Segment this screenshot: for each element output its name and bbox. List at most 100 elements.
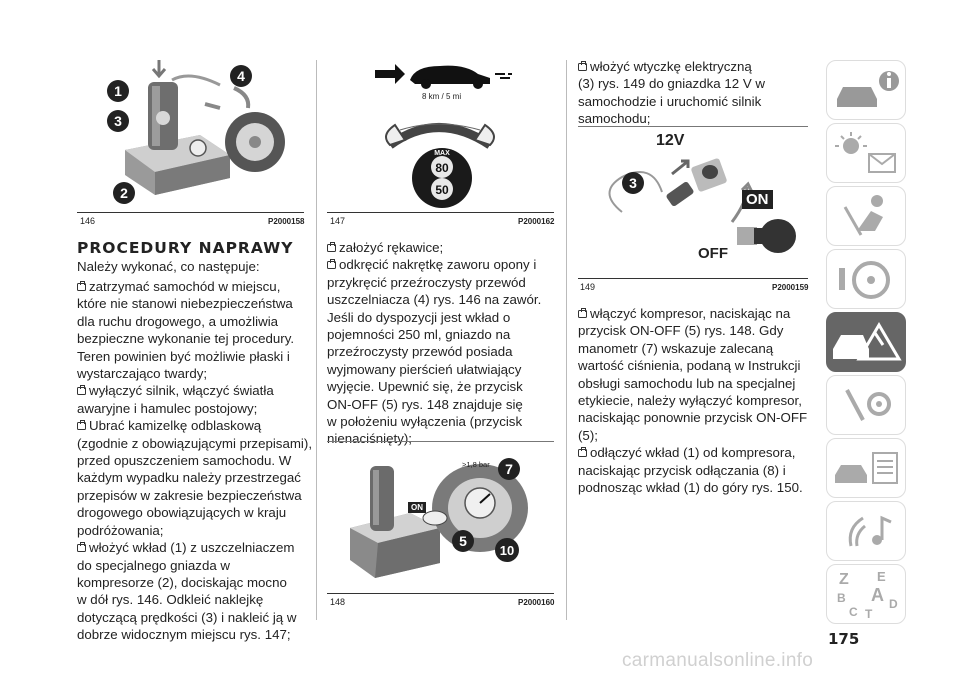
text-line: dla ruchu drogowego, a umożliwia [77,313,312,330]
text-line-content: kompresorze (2), dociskając mocno [77,574,287,590]
text-line-content: każdym wypadku należy przestrzegać [77,470,301,486]
text-line-content: przycisk ON-OFF (5) rys. 148. Gdy [578,323,784,339]
tab-safety[interactable] [826,186,906,246]
column-divider-2 [566,60,567,620]
bullet-icon [327,242,336,252]
maintenance-tools-icon [845,389,891,421]
column-divider-1 [316,60,317,620]
text-line-content: nienaciśnięty); [327,431,412,447]
svg-text:4: 4 [237,68,245,84]
tab-technical-data[interactable] [826,438,906,498]
text-line-content: dobrze widocznym miejscu rys. 147; [77,627,291,643]
text-line-content: w dół rys. 146. Odkleić naklejkę [77,592,264,608]
callout-2: 2 [113,182,135,204]
text-line-content: odłączyć wkład (1) od kompresora, [590,445,796,461]
text-line-content: do specjalnego gniazda w [77,557,231,573]
figure-149-top-rule [578,126,808,127]
watermark: carmanualsonline.info [622,650,814,671]
text-line: samochodu; [578,110,813,127]
text-line: przykręcić przeźroczysty przewód [327,274,562,291]
speed-limit-label: 8 km / 5 mi [422,92,462,101]
figure-148-rule [327,593,554,594]
svg-text:2: 2 [120,185,128,201]
pressure-label: >1,8 bar [462,460,490,469]
text-line-content: podnosząc wkład (1) do góry rys. 150. [578,480,803,496]
text-line: które nie stanowi niebezpieczeństwa [77,295,312,312]
callout-5: 5 [452,530,474,552]
callout-4: 4 [230,65,252,87]
text-line-content: wyłączyć silnik, włączyć światła [89,383,274,399]
text-line: dobrze widocznym miejscu rys. 147; [77,626,312,643]
section-intro: Należy wykonać, co następuje: [77,259,260,274]
tab-emergency[interactable] [826,312,906,372]
page-number: 175 [828,630,860,648]
text-line: (3) rys. 149 do gniazdka 12 V w [578,75,813,92]
figure-149-rule [578,278,808,279]
bullet-icon [327,259,336,270]
text-line: podróżowania; [77,522,312,539]
text-line-content: awaryjne i hamulec postojowy; [77,400,258,416]
text-line-content: naciskając ponownie przycisk ON-OFF [578,410,808,426]
on-position-label: ON [742,190,773,209]
text-line: przed opuszczeniem samochodu. W [77,452,312,469]
text-line-content: włączyć kompresor, naciskając na [590,306,791,321]
figure-147-rule [327,212,554,213]
text-line: pojemności 250 ml, gniazdo na [327,326,562,343]
text-line-content: drogowego obowiązujących w kraju [77,505,287,521]
text-line-content: etykiecie, należy wyłączyć kompresor, [578,393,802,409]
column-3-text-bottom: włączyć kompresor, naciskając na przycisk… [578,305,818,496]
svg-text:10: 10 [500,543,514,558]
figure-147-code: P2000162 [518,217,555,226]
text-line: kompresorze (2), dociskając mocno [77,574,312,591]
emergency-car-icon [833,322,902,361]
text-line-content: które nie stanowi niebezpieczeństwa [77,296,293,312]
text-line-content: samochodu; [578,111,651,127]
text-line-content: Ubrać kamizelkę odblaskową [89,418,262,434]
text-line-content: wystarczająco twardy; [77,366,208,382]
text-line: drogowego obowiązujących w kraju [77,504,312,521]
column-1-text: zatrzymać samochód w miejscu,które nie s… [77,278,312,644]
bullet-icon [77,281,86,291]
text-line: wartość ciśnienia, podaną w Instrukcji [578,357,818,374]
text-line: awaryjne i hamulec postojowy; [77,400,312,417]
text-line-content: naciskając przycisk odłączania (8) i [578,462,786,478]
text-line: przepisów w zakresie bezpieczeństwa [77,487,312,504]
bullet-icon [77,542,86,553]
text-line: w położeniu wyłączenia (przycisk [327,413,562,430]
text-line-content: w położeniu wyłączenia (przycisk [327,414,523,430]
tab-index[interactable]: Z E B A C D T [826,564,906,624]
off-position-label: OFF [698,245,728,262]
text-line: (zgodnie z obowiązującymi przepisami), [77,435,312,452]
tab-multimedia[interactable] [826,501,906,561]
svg-text:1: 1 [114,83,122,99]
figure-148-number: 148 [330,597,346,607]
tab-car-info[interactable] [826,60,906,120]
text-line: wyjmowany pierścień ułatwiający [327,361,562,378]
tab-driving[interactable] [826,249,906,309]
text-line: dotyczącą prędkości (3) i nakleić ją w [77,609,312,626]
callout-7: 7 [498,458,520,480]
tab-dashboard[interactable] [826,123,906,183]
text-line: podnosząc wkład (1) do góry rys. 150. [578,479,818,496]
text-line-content: dla ruchu drogowego, a umożliwia [77,313,279,329]
svg-text:MAX: MAX [434,150,450,157]
dashboard-lights-icon [835,132,896,173]
text-line-content: przepisów w zakresie bezpieczeństwa [77,487,302,503]
figure-148-illustration: >1,8 bar ON 7 5 10 [330,448,550,588]
figure-148-code: P2000160 [518,598,555,607]
tab-maintenance[interactable] [826,375,906,435]
text-line: Teren powinien być możliwie płaski i [77,348,312,365]
figure-146-code: P2000158 [268,217,305,226]
multimedia-icon [848,515,892,547]
text-line: przycisk ON-OFF (5) rys. 148. Gdy [578,322,818,339]
section-heading: PROCEDURY NAPRAWY [77,239,294,257]
text-line: włączyć kompresor, naciskając na [578,305,818,322]
text-line-content: włożyć wtyczkę elektryczną [590,59,752,74]
text-line: (5); [578,427,818,444]
text-line: założyć rękawice; [327,239,562,256]
text-line-content: wyjmowany pierścień ułatwiający [327,361,522,377]
text-line-content: obsługi samochodu lub na specjalnej [578,375,796,391]
steering-wheel-icon [839,261,890,299]
svg-text:3: 3 [114,113,122,129]
text-line: samochodzie i uruchomić silnik [578,93,813,110]
